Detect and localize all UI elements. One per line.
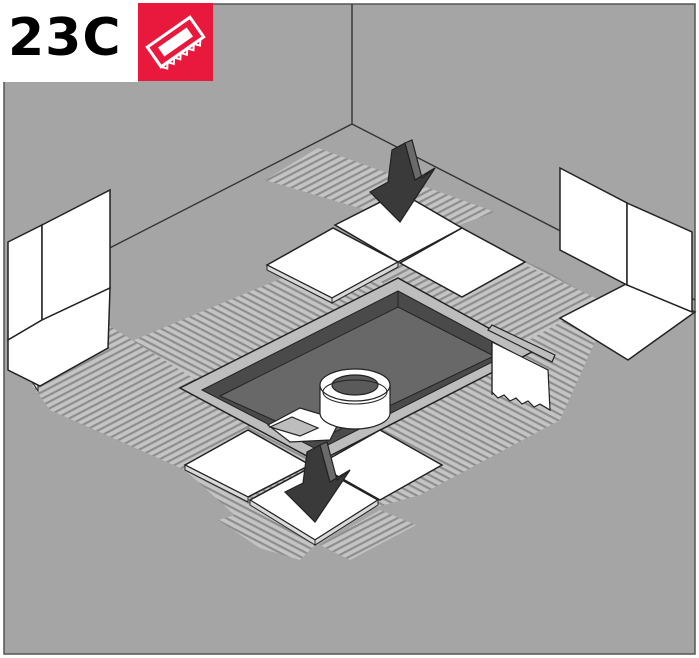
trowel-icon [138, 3, 213, 81]
step-number-label: 23C [8, 2, 122, 74]
